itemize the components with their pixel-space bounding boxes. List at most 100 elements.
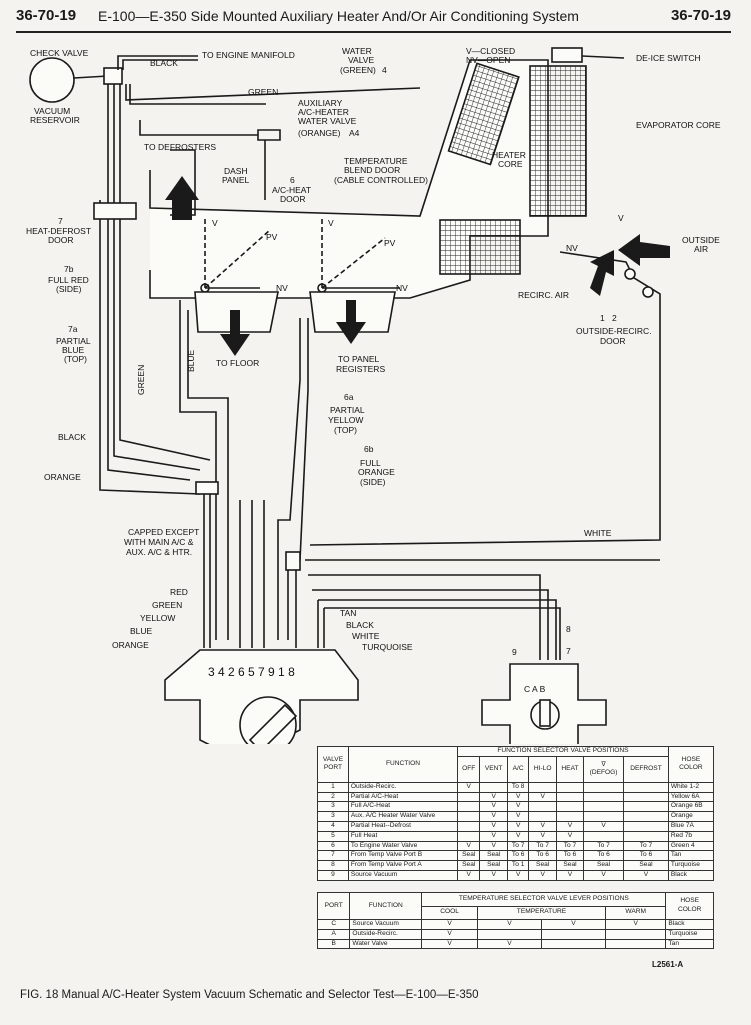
table-cell: V (528, 830, 557, 842)
to-floor-label: TO FLOOR (216, 358, 259, 368)
black-hose-label: BLACK (150, 58, 178, 68)
aux-valve-label-1: AUXILIARY (298, 98, 343, 108)
to-panel-label-1: TO PANEL (338, 354, 380, 364)
table-cell (555, 781, 585, 793)
capped-label-1: CAPPED EXCEPT (128, 527, 199, 537)
function-cell: Water Valve (349, 938, 423, 950)
temp-group-header: TEMPERATURE SELECTOR VALVE LEVER POSITIO… (421, 892, 667, 907)
table-cell: B (316, 938, 351, 950)
heater-core (447, 62, 520, 166)
table-cell: V (476, 938, 542, 950)
table-cell: V (421, 938, 478, 950)
table-cell (582, 830, 625, 842)
table-cell: V (555, 869, 585, 881)
sv-ports: C A B (524, 684, 546, 694)
figure-reference: L2561-A (652, 960, 684, 969)
heat-defrost-number: 7 (58, 216, 63, 226)
capped-label-3: AUX. A/C & HTR. (126, 547, 192, 557)
table-cell (528, 811, 557, 822)
table-cell (457, 830, 481, 842)
table-cell (540, 928, 606, 940)
table-cell (623, 811, 669, 822)
hose-color-cell: Red 7b (667, 830, 715, 842)
pos-warm: WARM (604, 905, 667, 920)
table-cell (555, 801, 585, 813)
table-cell: V (623, 869, 669, 881)
full-orange-label-1: FULL (360, 458, 381, 468)
nv-label-3: NV (566, 243, 578, 253)
table-cell (623, 791, 669, 803)
function-cell: Outside-Recirc. (349, 928, 423, 940)
table-cell (457, 791, 481, 803)
check-valve (103, 67, 123, 85)
table-cell (623, 781, 669, 793)
table-cell (476, 928, 542, 940)
orange-left-label: ORANGE (44, 472, 81, 482)
hose-color-cell: Turquoise (665, 928, 714, 940)
aux-valve-label-3: WATER VALVE (298, 116, 357, 126)
pos-temperature: TEMPERATURE (476, 905, 606, 920)
table-cell: V (555, 830, 585, 842)
table-cell (528, 781, 557, 793)
table-cell (479, 781, 508, 793)
pos-ac: A/C (506, 755, 530, 783)
hose-color-cell: Blue 7A (667, 820, 715, 832)
dash-panel-label-1: DASH (224, 166, 248, 176)
or-door-label-2: DOOR (600, 336, 626, 346)
de-ice-switch-label: DE-ICE SWITCH (636, 53, 701, 63)
table-cell: V (506, 820, 530, 832)
table-cell: V (479, 840, 508, 852)
partial-yellow-label-3: (TOP) (334, 425, 357, 435)
full-orange-label-2: ORANGE (358, 467, 395, 477)
page-header: 36-70-19 E-100—E-350 Side Mounted Auxili… (16, 5, 731, 33)
table-cell: 7 (317, 850, 349, 862)
table-cell: 9 (317, 869, 349, 881)
temp-function-header: FUNCTION (349, 892, 423, 920)
partial-blue-label-3: (TOP) (64, 354, 87, 364)
partial-yellow-label-2: YELLOW (328, 415, 363, 425)
table-cell (540, 938, 606, 950)
table-cell: V (506, 801, 530, 813)
to-defrosters-label: TO DEFROSTERS (144, 142, 216, 152)
table-cell: V (457, 869, 481, 881)
hose-color-cell: Green 4 (667, 840, 715, 852)
table-cell: 1 (317, 781, 349, 793)
page-title: E-100—E-350 Side Mounted Auxiliary Heate… (98, 8, 579, 24)
to-panel-label-2: REGISTERS (336, 364, 385, 374)
table-cell: C (316, 919, 351, 930)
temp-blend-label-2: BLEND DOOR (344, 165, 400, 175)
table-cell: V (582, 820, 625, 832)
table-cell: V (540, 919, 606, 930)
hose-color-cell: Tan (667, 850, 715, 862)
vacuum-reservoir-label-1: VACUUM (34, 106, 70, 116)
7a-number: 7a (68, 324, 78, 334)
nv-label-2: NV (396, 283, 408, 293)
table-cell: V (528, 820, 557, 832)
dash-panel-label-2: PANEL (222, 175, 250, 185)
v-label-3: V (618, 213, 624, 223)
v-label: V (212, 218, 218, 228)
table-cell (457, 811, 481, 822)
hose-color-cell: Orange 6B (667, 801, 715, 813)
blue-label: BLUE (130, 626, 153, 636)
evaporator-core-label: EVAPORATOR CORE (636, 120, 721, 130)
table-cell: V (555, 820, 585, 832)
hose-color-cell: Tan (665, 938, 714, 950)
pv-label: PV (266, 232, 278, 242)
table-cell: V (421, 919, 478, 930)
hose-color-cell: Yellow 6A (667, 791, 715, 803)
table-cell: Seal (457, 850, 481, 862)
water-valve-label-3: (GREEN) (340, 65, 376, 75)
water-valve-number: 4 (382, 65, 387, 75)
table-cell: V (582, 869, 625, 881)
white-label: WHITE (584, 528, 612, 538)
table-cell: 2 (317, 791, 349, 803)
sv-9: 9 (512, 647, 517, 657)
table-cell: V (528, 791, 557, 803)
